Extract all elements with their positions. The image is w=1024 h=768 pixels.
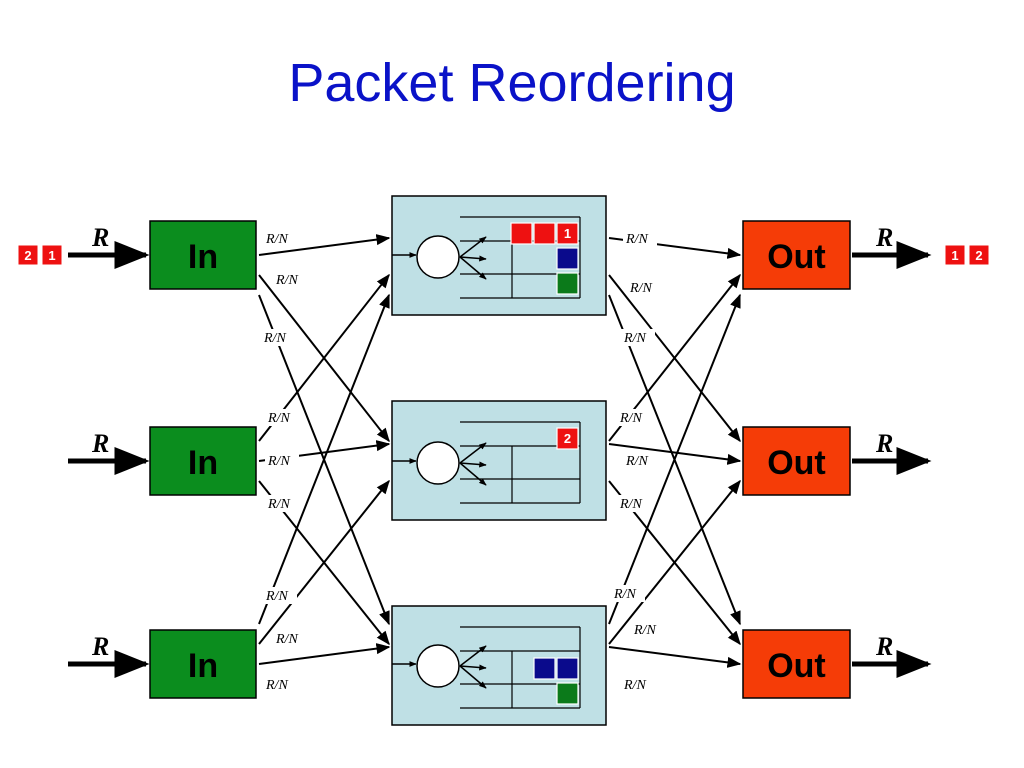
output-port-label: Out bbox=[767, 238, 826, 276]
arriving-packet-number: 1 bbox=[48, 248, 55, 263]
queued-cell-number: 1 bbox=[564, 226, 571, 241]
input-port-label: In bbox=[188, 238, 218, 276]
input-port-box bbox=[149, 220, 257, 290]
link-rate-label-bg bbox=[265, 452, 299, 469]
link-rate-label: R/N bbox=[265, 678, 288, 693]
arriving-packet bbox=[41, 244, 63, 266]
output-port-box bbox=[742, 220, 851, 290]
queued-cell bbox=[533, 657, 556, 680]
link-rate-label-bg bbox=[263, 230, 297, 247]
link-rate-label: R/N bbox=[275, 632, 298, 647]
link-rate-label: R/N bbox=[267, 454, 290, 469]
demux-circle bbox=[416, 235, 460, 279]
link-rate-label-bg bbox=[261, 329, 295, 346]
output-port-label: Out bbox=[767, 444, 826, 482]
link-rate-label: R/N bbox=[613, 587, 636, 602]
queued-cell bbox=[556, 222, 579, 245]
departing-packet bbox=[944, 244, 966, 266]
departing-packet bbox=[968, 244, 990, 266]
input-port-box bbox=[149, 426, 257, 496]
link-rate-label: R/N bbox=[267, 497, 290, 512]
link-rate-label-bg bbox=[265, 495, 299, 512]
link-rate-label: R/N bbox=[265, 589, 288, 604]
link-rate-label-bg bbox=[273, 271, 307, 288]
link-rate-label-bg bbox=[263, 676, 297, 693]
link-rate-label: R/N bbox=[267, 411, 290, 426]
link-rate-label-bg bbox=[611, 585, 645, 602]
line-rate-label: R bbox=[875, 429, 893, 458]
demux-circle bbox=[416, 441, 460, 485]
ingress-link bbox=[258, 479, 390, 645]
link-rate-label-bg bbox=[273, 630, 307, 647]
queued-cell-number: 2 bbox=[564, 431, 571, 446]
demux-output-arrow bbox=[459, 256, 487, 280]
egress-link bbox=[608, 646, 742, 668]
egress-link bbox=[608, 293, 741, 625]
line-rate-label: R bbox=[875, 223, 893, 252]
link-rate-label: R/N bbox=[275, 273, 298, 288]
link-rate-label-bg bbox=[621, 329, 655, 346]
link-rate-label: R/N bbox=[623, 331, 646, 346]
link-rate-label: R/N bbox=[265, 232, 288, 247]
link-rate-label: R/N bbox=[633, 623, 656, 638]
departing-packet-number: 1 bbox=[951, 248, 958, 263]
link-rate-label-bg bbox=[621, 676, 655, 693]
link-rate-label: R/N bbox=[619, 411, 642, 426]
link-rate-label: R/N bbox=[625, 454, 648, 469]
arriving-packet bbox=[17, 244, 39, 266]
page-title: Packet Reordering bbox=[288, 53, 736, 113]
ingress-link bbox=[258, 234, 391, 256]
line-rate-label: R bbox=[91, 429, 109, 458]
output-port-label: Out bbox=[767, 647, 826, 685]
queued-cell bbox=[556, 427, 579, 450]
link-rate-label-bg bbox=[265, 409, 299, 426]
queued-cell bbox=[556, 657, 579, 680]
ingress-link bbox=[258, 293, 390, 625]
line-rate-label: R bbox=[91, 632, 109, 661]
link-rate-label-bg bbox=[631, 621, 665, 638]
demux-output-arrow bbox=[459, 664, 487, 671]
queued-cell bbox=[510, 222, 533, 245]
output-port-box bbox=[742, 629, 851, 699]
link-rate-label: R/N bbox=[619, 497, 642, 512]
queued-cell bbox=[556, 247, 579, 270]
link-rate-label: R/N bbox=[625, 232, 648, 247]
output-port-box bbox=[742, 426, 851, 496]
arriving-packet-number: 2 bbox=[24, 248, 31, 263]
ingress-link bbox=[258, 643, 391, 665]
line-rate-label: R bbox=[91, 223, 109, 252]
link-rate-label-bg bbox=[617, 409, 651, 426]
queued-cell bbox=[533, 222, 556, 245]
link-rate-label: R/N bbox=[629, 281, 652, 296]
link-rate-label-bg bbox=[263, 587, 297, 604]
link-rate-label-bg bbox=[623, 230, 657, 247]
demux-circle bbox=[416, 644, 460, 688]
link-rate-label-bg bbox=[617, 495, 651, 512]
demux-output-arrow bbox=[459, 236, 487, 258]
queued-cell bbox=[556, 272, 579, 295]
line-rate-label: R bbox=[875, 632, 893, 661]
demux-output-arrow bbox=[459, 645, 487, 667]
link-rate-label-bg bbox=[623, 452, 657, 469]
link-rate-label-bg bbox=[627, 279, 661, 296]
input-port-label: In bbox=[188, 647, 218, 685]
queued-cell bbox=[556, 682, 579, 705]
demux-output-arrow bbox=[459, 461, 487, 468]
link-rate-label: R/N bbox=[263, 331, 286, 346]
input-port-box bbox=[149, 629, 257, 699]
input-port-label: In bbox=[188, 444, 218, 482]
demux-output-arrow bbox=[459, 462, 487, 486]
departing-packet-number: 2 bbox=[975, 248, 982, 263]
egress-link bbox=[608, 479, 741, 645]
egress-link bbox=[608, 443, 742, 465]
link-rate-label: R/N bbox=[623, 678, 646, 693]
demux-output-arrow bbox=[459, 255, 487, 262]
